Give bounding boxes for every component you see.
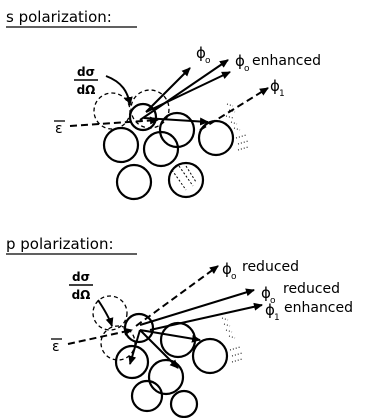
p-phi0b-symbol: ϕ: [261, 284, 271, 302]
s-phi1-symbol: ϕ: [270, 77, 280, 95]
s-substrate-atom-4: [197, 119, 235, 157]
p-dipole-arrow-down: [139, 329, 179, 369]
s-dsigma-denominator: dΩ: [77, 83, 96, 97]
p-phi0-reduced-arrow-2: [139, 288, 255, 326]
p-phi1-enhanced-note: enhanced: [284, 300, 353, 316]
p-epsilon-arrow: [67, 327, 133, 345]
s-epsilon-label: ε: [55, 121, 63, 137]
s-phi0-enhanced-arrow-2: [139, 59, 229, 121]
p-cross-section-label: dσ dΩ: [69, 270, 114, 327]
s-dipole-arrow: [143, 117, 209, 126]
p-polarization-panel: p polarization: dσ dΩ ε: [6, 235, 353, 418]
s-atom-hatch: [171, 165, 197, 191]
s-phi0-subscript: o: [205, 56, 211, 66]
s-adsorbate-orbital-left: [93, 92, 131, 130]
s-cross-section-pointer: [105, 75, 133, 106]
s-phi1-arrow: [199, 87, 269, 131]
p-phi1-symbol: ϕ: [265, 301, 275, 319]
p-phi0-reduced-label: ϕ o reduced: [222, 259, 299, 282]
p-dipole-arrow-lower: [128, 329, 141, 365]
p-polarization-vector: ε: [51, 327, 133, 355]
p-phi1-enhanced-arrow: [149, 302, 263, 331]
p-substrate-atom-6: [169, 389, 199, 418]
p-cross-section-pointer: [97, 299, 114, 327]
s-phi0-label: ϕ o: [196, 44, 211, 66]
p-dsigma-denominator: dΩ: [72, 288, 91, 302]
p-dsigma-numerator: dσ: [72, 270, 90, 284]
s-phi1-label: ϕ 1: [270, 77, 285, 99]
p-adsorbate-orbital-lower: [100, 325, 136, 361]
s-shading-upper: [225, 103, 241, 131]
s-epsilon-arrow: [69, 116, 159, 127]
s-phi1-subscript: 1: [279, 89, 285, 99]
p-substrate-atom-1: [159, 321, 197, 359]
s-phi0b-symbol: ϕ: [235, 52, 245, 70]
s-polarization-panel: s polarization: dσ dΩ ε: [6, 8, 321, 201]
s-substrate-atom-1: [102, 126, 140, 164]
p-phi0b-reduced-label: ϕ o reduced: [261, 281, 340, 306]
p-phi0-symbol: ϕ: [222, 260, 232, 278]
s-substrate-atom-5: [115, 163, 153, 201]
p-substrate-atom-5: [130, 379, 164, 413]
p-substrate-atom-3: [147, 358, 185, 396]
p-phi0b-reduced-note: reduced: [283, 281, 340, 297]
s-substrate-atom-6: [167, 161, 205, 199]
p-phi0b-subscript: o: [270, 296, 276, 306]
s-phi0b-subscript: o: [244, 64, 250, 74]
s-phi0-enhanced-label: ϕ o enhanced: [235, 52, 321, 74]
p-shading-upper: [221, 317, 236, 339]
p-phi1-enhanced-label: ϕ 1 enhanced: [265, 300, 353, 323]
p-dipole-arrow-right: [139, 329, 201, 343]
s-polarization-title: s polarization:: [6, 8, 112, 26]
p-phi0-reduced-arrow: [135, 265, 219, 327]
p-phi0-subscript: o: [231, 272, 237, 282]
p-phi1-subscript: 1: [274, 313, 280, 323]
s-substrate-atom-3: [142, 130, 180, 168]
p-adsorbate-orbital-upper: [92, 295, 128, 331]
p-polarization-title: p polarization:: [6, 235, 114, 253]
s-phi0-symbol: ϕ: [196, 44, 206, 62]
s-enhanced-note: enhanced: [252, 53, 321, 69]
s-shading-lower: [235, 134, 249, 151]
s-phi0-arrow: [145, 67, 191, 113]
s-polarization-vector: ε: [54, 116, 209, 137]
p-substrate-atom-2: [114, 344, 150, 380]
s-phi0-enhanced-arrow: [145, 71, 231, 113]
p-epsilon-label: ε: [52, 339, 60, 355]
p-phi0-reduced-note: reduced: [242, 259, 299, 275]
p-substrate-atom-4: [191, 337, 229, 375]
s-cross-section-label: dσ dΩ: [74, 65, 133, 106]
p-shading-lower: [229, 346, 243, 363]
s-dsigma-numerator: dσ: [77, 65, 95, 79]
